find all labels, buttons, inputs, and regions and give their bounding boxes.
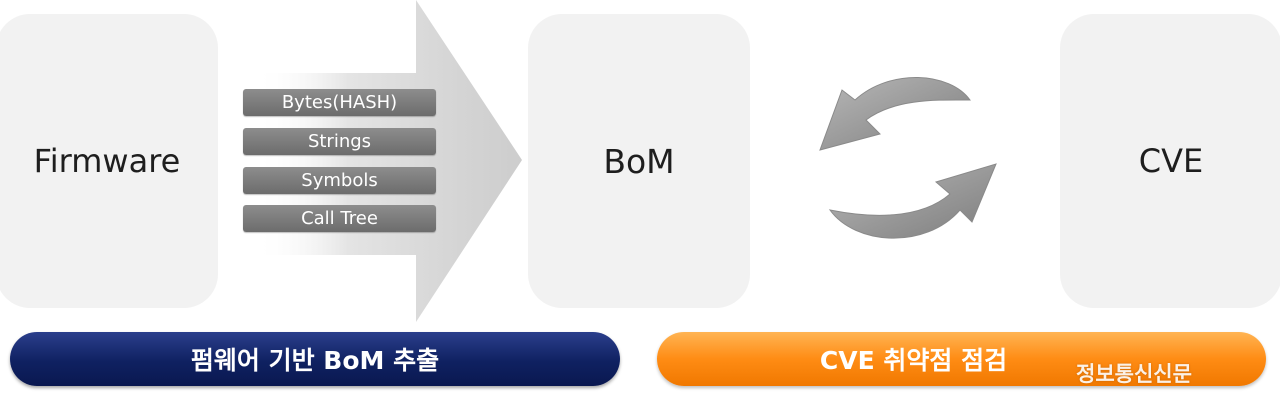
cycle-arrows-icon: [819, 77, 997, 239]
bom-box: BoM: [528, 14, 750, 308]
feature-bytes-hash: Bytes(HASH): [243, 89, 436, 116]
feature-symbols: Symbols: [243, 167, 436, 194]
watermark: 정보통신신문: [1076, 361, 1192, 386]
cve-check-bar: CVE 취약점 점검: [657, 332, 1266, 386]
firmware-box: Firmware: [0, 14, 218, 308]
bom-extraction-label: 펌웨어 기반 BoM 추출: [190, 346, 440, 375]
bom-label: BoM: [603, 141, 675, 181]
cve-label: CVE: [1138, 142, 1204, 180]
cve-box: CVE: [1060, 14, 1280, 308]
feature-call-tree: Call Tree: [243, 205, 436, 232]
cve-check-label: CVE 취약점 점검: [819, 346, 1008, 375]
firmware-label: Firmware: [33, 142, 181, 180]
feature-strings: Strings: [243, 128, 436, 155]
right-arrow-icon: [255, 0, 522, 322]
bom-extraction-bar: 펌웨어 기반 BoM 추출: [10, 332, 620, 386]
